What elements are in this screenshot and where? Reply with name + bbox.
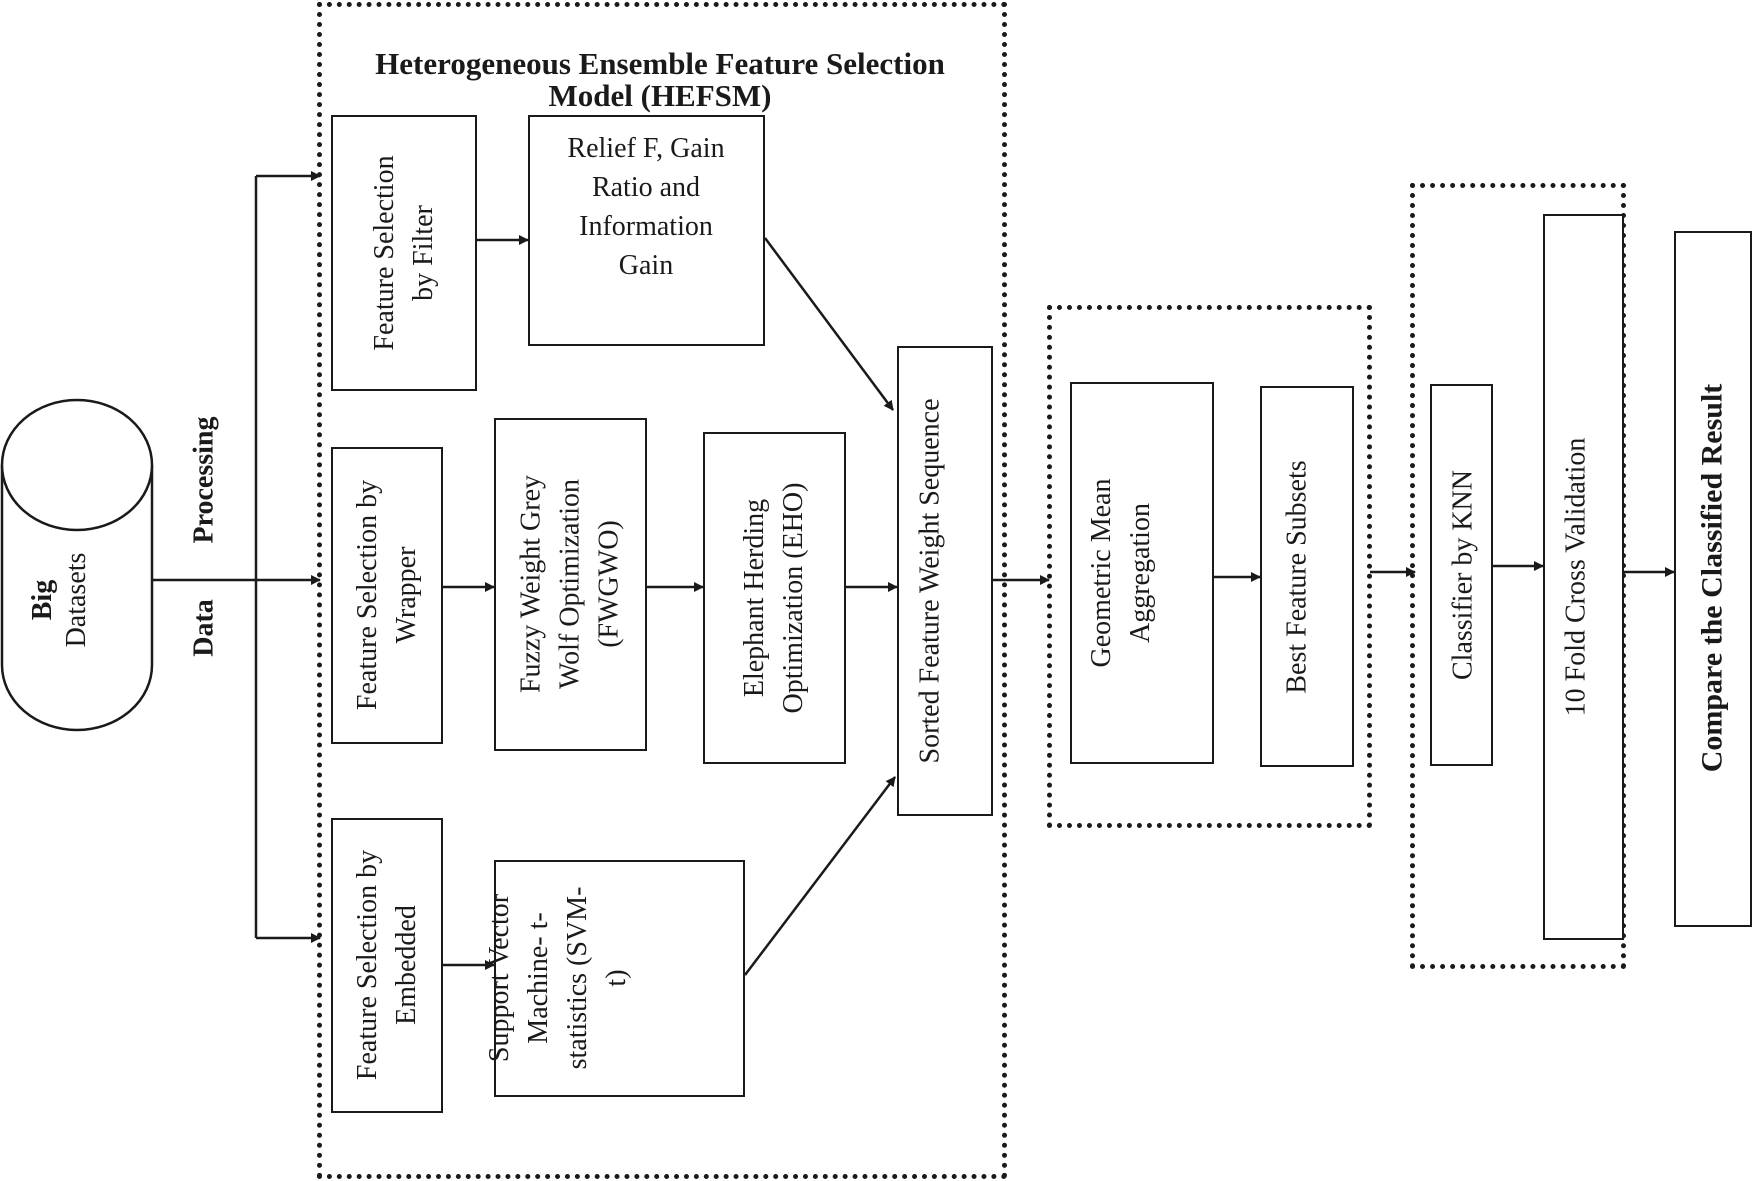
fwgwo-box bbox=[494, 418, 647, 751]
data-processing-word1: Data bbox=[188, 599, 220, 657]
filter-method-line1: Relief F, Gain bbox=[567, 133, 725, 164]
filter-selection-label-line1: Feature Selection bbox=[369, 155, 400, 351]
geometric-mean-label: Geometric Mean Aggregation bbox=[1082, 479, 1160, 668]
sorted-sequence-label: Sorted Feature Weight Sequence bbox=[914, 398, 946, 764]
embedded-selection-label-line2: Embedded bbox=[391, 905, 422, 1025]
datasets-label-line1: Big bbox=[27, 579, 58, 621]
filter-method-line3: Information bbox=[579, 211, 713, 242]
wrapper-selection-box bbox=[331, 447, 443, 744]
best-subsets-box bbox=[1260, 386, 1354, 767]
svm-box bbox=[494, 860, 745, 1097]
svm-label-line1: Support Vector bbox=[484, 893, 515, 1063]
embedded-selection-box bbox=[331, 818, 443, 1113]
hefsm-container bbox=[317, 2, 1007, 1179]
data-processing-word2: Processing bbox=[188, 416, 220, 544]
svm-label-line2: Machine- t- bbox=[523, 912, 554, 1044]
datasets-label: Big Datasets bbox=[26, 553, 94, 648]
embedded-selection-label: Feature Selection by Embedded bbox=[348, 850, 426, 1080]
svm-label-line4: t) bbox=[601, 969, 632, 987]
geometric-mean-line2: Aggregation bbox=[1125, 503, 1156, 643]
wrapper-selection-label-line1: Feature Selection by bbox=[352, 479, 383, 711]
filter-selection-label: Feature Selection by Filter bbox=[365, 155, 443, 350]
arrow-svm-to-sorted bbox=[744, 776, 896, 976]
filter-method-label: Relief F, Gain Ratio and Information Gai… bbox=[567, 129, 724, 285]
aggregation-container bbox=[1047, 305, 1372, 828]
datasets-label-line2: Datasets bbox=[61, 552, 92, 648]
svm-label: Support Vector Machine- t- statistics (S… bbox=[480, 887, 636, 1070]
filter-selection-box bbox=[331, 115, 477, 391]
svm-label-line3: statistics (SVM- bbox=[562, 886, 593, 1070]
arrow-relief-to-sorted bbox=[763, 237, 895, 411]
cv-label: 10 Fold Cross Validation bbox=[1560, 437, 1592, 717]
cv-box bbox=[1543, 214, 1624, 940]
filter-method-line4: Gain bbox=[618, 250, 674, 281]
filter-method-box bbox=[528, 115, 765, 346]
result-label: Compare the Classified Result bbox=[1695, 383, 1729, 773]
eho-label-line2: Optimization (EHO) bbox=[778, 482, 809, 714]
filter-method-line2: Ratio and bbox=[591, 172, 701, 203]
datasets-cylinder bbox=[0, 398, 154, 732]
wrapper-selection-label-line2: Wrapper bbox=[391, 546, 422, 644]
wrapper-selection-label: Feature Selection by Wrapper bbox=[348, 480, 426, 710]
hefsm-title-line2: Model (HEFSM) bbox=[548, 78, 772, 113]
result-box bbox=[1674, 231, 1752, 927]
geometric-mean-line1: Geometric Mean bbox=[1086, 478, 1117, 668]
filter-selection-label-line2: by Filter bbox=[408, 205, 439, 301]
embedded-selection-label-line1: Feature Selection by bbox=[352, 849, 383, 1081]
best-subsets-label: Best Feature Subsets bbox=[1281, 460, 1313, 694]
knn-label: Classifier by KNN bbox=[1447, 470, 1479, 680]
eho-label: Elephant Herding Optimization (EHO) bbox=[735, 483, 813, 714]
hefsm-title: Heterogeneous Ensemble Feature Selection… bbox=[375, 48, 945, 112]
fwgwo-label-line1: Fuzzy Weight Grey bbox=[515, 474, 547, 694]
geometric-mean-box bbox=[1070, 382, 1214, 764]
eho-box bbox=[703, 432, 846, 764]
fwgwo-label: Fuzzy Weight Grey Wolf Optimization (FWG… bbox=[512, 475, 629, 693]
fwgwo-label-line3: (FWGWO) bbox=[593, 520, 625, 648]
fwgwo-label-line2: Wolf Optimization bbox=[554, 478, 586, 690]
knn-box bbox=[1430, 384, 1493, 766]
eho-label-line1: Elephant Herding bbox=[739, 498, 770, 698]
hefsm-title-line1: Heterogeneous Ensemble Feature Selection bbox=[375, 46, 945, 81]
sorted-sequence-box bbox=[897, 346, 993, 816]
